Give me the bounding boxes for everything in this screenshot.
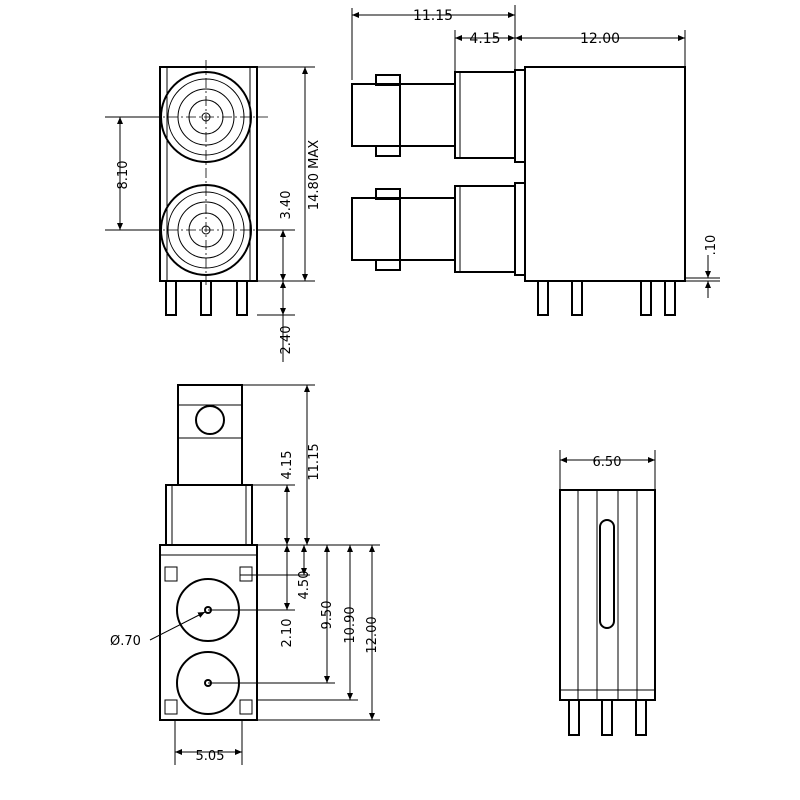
dim-pin-length: 2.40: [279, 326, 294, 355]
dim-end-width: 6.50: [593, 455, 622, 470]
dim-top-width: 5.05: [196, 749, 225, 764]
dim-top-flange: 4.15: [280, 451, 295, 480]
dim-pin-diameter: Ø.70: [110, 634, 141, 649]
side-view: 11.15 4.15 12.00 .10: [351, 5, 720, 316]
dim-flange: 4.15: [469, 31, 500, 47]
dim-overall: 11.15: [413, 8, 453, 24]
connector-lower: [351, 182, 526, 276]
dim-row: 10.90: [343, 606, 358, 643]
dim-first-hole: 4.50: [297, 571, 312, 600]
dim-body: 12.00: [580, 31, 620, 47]
connector-upper: [351, 69, 526, 163]
end-view: 6.50: [559, 450, 656, 736]
dim-top-overall: 11.15: [307, 443, 322, 480]
dim-standoff: .10: [704, 235, 719, 256]
front-view: 8.10 14.80 MAX 3.40 2.40: [105, 60, 322, 362]
dim-pin: 2.10: [280, 619, 295, 648]
dim-second-hole: 9.50: [320, 601, 335, 630]
dim-height: 14.80 MAX: [307, 140, 322, 210]
dim-pitch: 8.10: [116, 161, 131, 190]
top-view: 11.15 4.15 4.50 2.10 9.50 10.90 12.00 Ø.…: [110, 384, 380, 765]
dim-pin-offset: 3.40: [279, 191, 294, 220]
dim-top-body: 12.00: [365, 616, 380, 653]
